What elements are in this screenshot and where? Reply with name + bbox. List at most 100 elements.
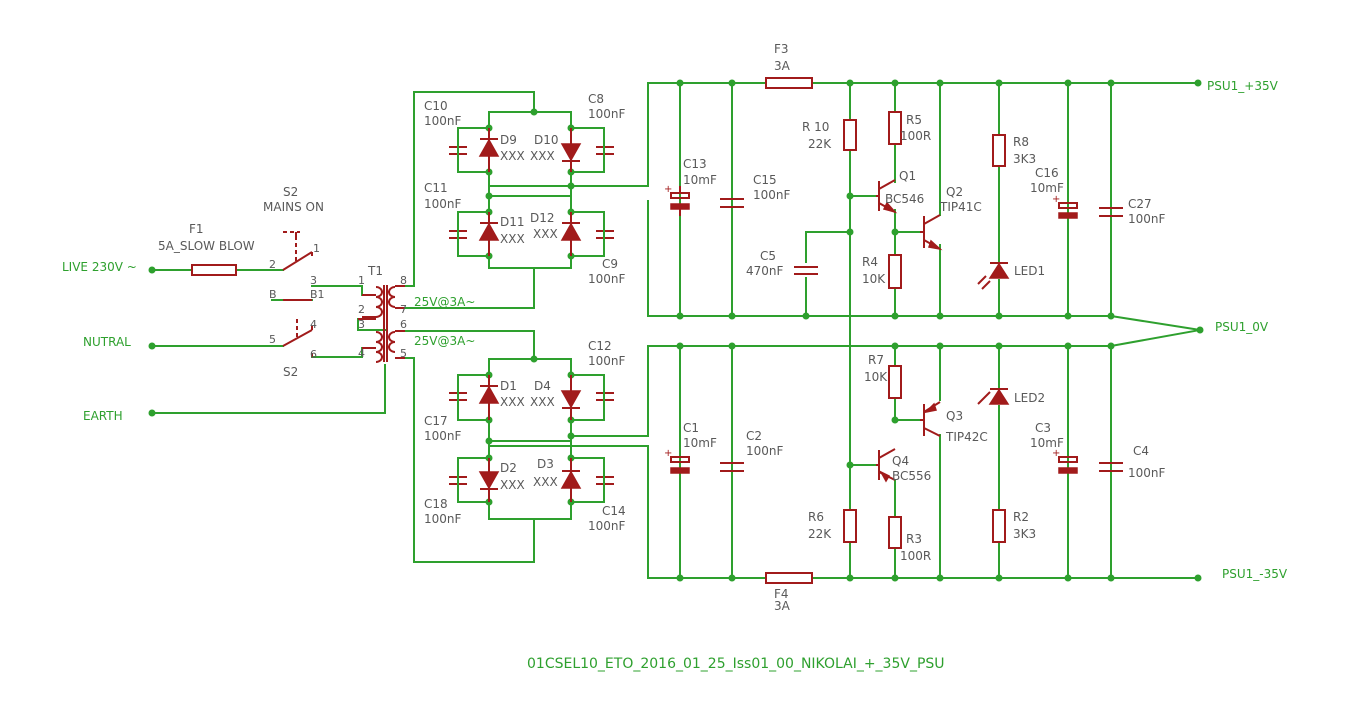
t1-sec2-label: 25V@3A~ xyxy=(414,334,475,348)
c5-value: 470nF xyxy=(746,264,784,278)
c11-value: 100nF xyxy=(424,197,462,211)
svg-text:+: + xyxy=(1052,448,1060,459)
c16-value: 10mF xyxy=(1030,181,1064,195)
f3-name: F3 xyxy=(774,42,789,56)
resistor-r8-symbol xyxy=(992,134,1006,167)
c17-value: 100nF xyxy=(424,429,462,443)
r10-name: R 10 xyxy=(802,120,829,134)
led2-name: LED2 xyxy=(1014,391,1045,405)
resistor-r4-symbol xyxy=(888,254,902,289)
q4-value: BC556 xyxy=(892,469,931,483)
s2a-pin-1: 1 xyxy=(313,242,320,255)
r4-name: R4 xyxy=(862,255,878,269)
q2-value: TIP41C xyxy=(939,200,982,214)
d4-name: D4 xyxy=(534,379,551,393)
s2a-pin-b: B xyxy=(269,288,277,301)
diode-d10-symbol xyxy=(560,128,582,172)
c15-value: 100nF xyxy=(753,188,791,202)
s2a-pin-b1: B1 xyxy=(310,288,325,301)
d11-name: D11 xyxy=(500,215,525,229)
s2b-pin-5: 5 xyxy=(269,333,276,346)
transformer-t1-symbol xyxy=(358,285,405,363)
c15-name: C15 xyxy=(753,173,777,187)
s2-lower-name: S2 xyxy=(283,365,298,379)
polar-marks: ++++ xyxy=(664,184,1060,459)
resistor-r10-symbol xyxy=(843,119,857,151)
t1-pin-1: 1 xyxy=(358,274,365,287)
rail-caps xyxy=(720,198,1123,472)
d9-value: XXX xyxy=(500,149,525,163)
t1-pin-7: 7 xyxy=(400,303,407,316)
resistor-r2-symbol xyxy=(992,509,1006,543)
c18-name: C18 xyxy=(424,497,448,511)
resistor-r7-symbol xyxy=(888,365,902,399)
d12-value: XXX xyxy=(533,227,558,241)
d3-name: D3 xyxy=(537,457,554,471)
c12-value: 100nF xyxy=(588,354,626,368)
s2a-pin-3: 3 xyxy=(310,274,317,287)
transistor-q3-symbol xyxy=(920,401,941,437)
s2b-pin-6: 6 xyxy=(310,348,317,361)
f3-value: 3A xyxy=(774,59,791,73)
c3-name: C3 xyxy=(1035,421,1051,435)
r4-value: 10K xyxy=(862,272,886,286)
q4-name: Q4 xyxy=(892,454,909,468)
c3-value: 10mF xyxy=(1030,436,1064,450)
diode-d3-symbol xyxy=(560,458,582,502)
resistor-r6-symbol xyxy=(843,509,857,543)
net-label-neutral: NUTRAL xyxy=(83,335,131,349)
d1-value: XXX xyxy=(500,395,525,409)
c2-name: C2 xyxy=(746,429,762,443)
q3-value: TIP42C xyxy=(945,430,988,444)
t1-pin-3: 3 xyxy=(358,318,365,331)
q1-value: BC546 xyxy=(885,192,924,206)
t1-pin-5: 5 xyxy=(400,347,407,360)
transistor-q2-symbol xyxy=(920,214,943,251)
r7-value: 10K xyxy=(864,370,888,384)
c4-value: 100nF xyxy=(1128,466,1166,480)
c12-name: C12 xyxy=(588,339,612,353)
diode-d11-symbol xyxy=(478,212,500,256)
d10-value: XXX xyxy=(530,149,555,163)
diode-d1-symbol xyxy=(478,375,500,420)
c18-value: 100nF xyxy=(424,512,462,526)
r10-value: 22K xyxy=(808,137,832,151)
switch-s2-lower-symbol xyxy=(282,318,313,357)
t1-pin-6: 6 xyxy=(400,318,407,331)
net-label-neg: PSU1_-35V xyxy=(1222,567,1288,581)
d11-value: XXX xyxy=(500,232,525,246)
r2-value: 3K3 xyxy=(1013,527,1036,541)
cap-c13-symbol xyxy=(670,186,690,216)
r6-value: 22K xyxy=(808,527,832,541)
f4-value: 3A xyxy=(774,599,791,613)
t1-pin-2: 2 xyxy=(358,303,365,316)
diode-d12-symbol xyxy=(560,212,582,256)
fuse-f1-symbol xyxy=(191,264,237,276)
switch-s2-upper-symbol xyxy=(282,231,313,301)
r5-name: R5 xyxy=(906,113,922,127)
transistor-q4-symbol xyxy=(876,448,896,483)
resistors xyxy=(843,111,1006,549)
bridge-cap-wires xyxy=(457,127,605,503)
transistor-q1-symbol xyxy=(876,179,898,214)
d10-name: D10 xyxy=(534,133,559,147)
junctions xyxy=(148,79,1204,582)
net-label-pos: PSU1_+35V xyxy=(1207,79,1279,93)
electrolytic-caps xyxy=(670,186,1078,474)
cap-c3-symbol xyxy=(1058,456,1078,474)
d2-name: D2 xyxy=(500,461,517,475)
q1-name: Q1 xyxy=(899,169,916,183)
fuse-f4-symbol xyxy=(765,572,813,584)
c13-value: 10mF xyxy=(683,173,717,187)
c27-name: C27 xyxy=(1128,197,1152,211)
diode-d9-symbol xyxy=(478,128,500,172)
s2-upper-name: S2 xyxy=(283,185,298,199)
d2-value: XXX xyxy=(500,478,525,492)
led2-symbol xyxy=(977,388,1010,405)
cap-c1-symbol xyxy=(670,456,690,474)
r3-name: R3 xyxy=(906,532,922,546)
s2a-pin-2: 2 xyxy=(269,258,276,271)
net-label-live: LIVE 230V ~ xyxy=(62,260,137,274)
svg-text:+: + xyxy=(1052,194,1060,205)
